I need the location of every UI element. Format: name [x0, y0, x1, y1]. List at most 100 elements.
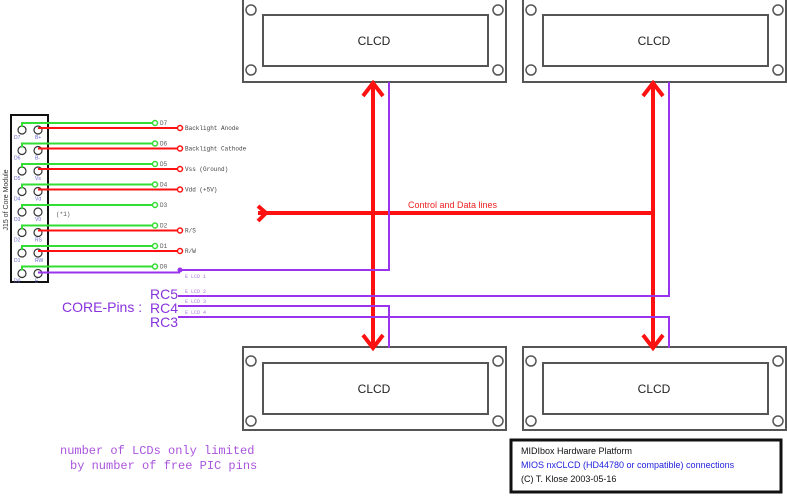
data-wire [21, 204, 152, 209]
mounting-hole-icon [245, 355, 257, 367]
pin-label: E [35, 279, 39, 285]
lcd-screen [542, 14, 769, 67]
note-line-2: by number of free PIC pins [70, 459, 257, 473]
pin-label: D3 [14, 217, 21, 223]
terminal-icon [151, 140, 159, 147]
terminal-icon [176, 124, 184, 132]
wire-label: D5 [160, 161, 168, 168]
pin-label: Vs [35, 176, 41, 182]
bus-label: Control and Data lines [408, 200, 498, 210]
mounting-hole-icon [525, 64, 537, 76]
mounting-hole-icon [525, 4, 537, 16]
mounting-hole-icon [245, 4, 257, 16]
wire-label: Vdd (+5V) [185, 187, 217, 194]
pin-icon [17, 248, 27, 258]
data-wire [21, 122, 152, 127]
info-subtitle: MIOS nxCLCD (HD44780 or compatible) conn… [521, 460, 735, 470]
pin-label: B+ [35, 135, 41, 141]
info-copyright: (C) T. Klose 2003-05-16 [521, 474, 616, 484]
pin-label: D0 [14, 279, 21, 285]
terminal-icon [151, 263, 159, 270]
pin-label: D6 [14, 156, 21, 162]
lcd-label: CLCD [358, 382, 391, 396]
wire-label: D7 [160, 120, 168, 127]
wire-label: D3 [160, 202, 168, 209]
mounting-hole-icon [772, 64, 784, 76]
lcd-module: CLCD [522, 346, 787, 431]
mounting-hole-icon [492, 355, 504, 367]
core-pin-rc3: RC3 [150, 314, 178, 330]
enable-label: E LCD 1 [185, 274, 206, 280]
data-wire [21, 224, 152, 230]
wire-label: Backlight Cathode [185, 146, 247, 153]
enable-junction [177, 267, 183, 273]
mounting-hole-icon [245, 64, 257, 76]
pin-icon [17, 268, 27, 279]
data-wire [21, 163, 152, 168]
info-box-frame [509, 438, 783, 494]
bus: Control and Data lines [256, 79, 665, 352]
pin-icon [17, 186, 27, 197]
terminal-icon [151, 222, 159, 229]
lcd-screen [542, 362, 769, 415]
wire-label: R/S [185, 228, 196, 235]
core-pin-rc4: RC4 [150, 300, 178, 316]
pin-label: D5 [14, 176, 21, 182]
mounting-hole-icon [525, 355, 537, 367]
arrow-down-left [361, 333, 385, 352]
mounting-hole-icon [492, 64, 504, 76]
pin-label: D4 [14, 197, 21, 203]
mounting-hole-icon [492, 415, 504, 427]
wire-label: D0 [160, 264, 168, 271]
mounting-hole-icon [772, 4, 784, 16]
wire-label: R/W [185, 248, 196, 255]
data-wire [21, 142, 152, 148]
lcd-label: CLCD [638, 382, 671, 396]
lcd-screen [262, 14, 489, 67]
terminal-icon [151, 181, 159, 188]
info-title: MIDIbox Hardware Platform [521, 446, 632, 456]
lcd-module: CLCD [242, 346, 507, 431]
mounting-hole-icon [245, 415, 257, 427]
wire-label: D6 [160, 141, 168, 148]
arrow-up-right [641, 79, 665, 98]
pin-icon [17, 207, 27, 217]
lcd-screen [262, 362, 489, 415]
enable-line-lcd4 [178, 316, 670, 348]
enable-lines: E LCD 1 E LCD 2 E LCD 3 E LCD 4 RC5 RC4 … [62, 82, 670, 348]
core-pin-rc5: RC5 [150, 286, 178, 302]
pin-icon [33, 207, 43, 217]
core-module-label: J15 of Core Module [3, 169, 10, 230]
bus-input-arrow [256, 204, 269, 223]
wire-label: D2 [160, 223, 168, 230]
data-wire [21, 265, 152, 271]
lcd-module: CLCD [522, 0, 787, 83]
enable-line-lcd2 [178, 82, 670, 297]
enable-label: E LCD 2 [185, 289, 206, 295]
mounting-hole-icon [772, 355, 784, 367]
wire-label: D1 [160, 243, 168, 250]
lcd-label: CLCD [358, 34, 391, 48]
pin-icon [17, 166, 27, 176]
pin-label: RW [35, 258, 44, 264]
wire-label: Vss (Ground) [185, 166, 228, 173]
pin-icon [17, 145, 27, 156]
arrow-down-right [641, 333, 665, 352]
enable-line-lcd3 [178, 305, 390, 348]
pin-label: RS [35, 238, 43, 244]
lcd-label: CLCD [638, 34, 671, 48]
wire-label: D4 [160, 182, 168, 189]
wire-label: Backlight Anode [185, 125, 239, 132]
v0-note: (*1) [56, 211, 70, 218]
data-wire [21, 183, 152, 189]
data-wire [21, 245, 152, 250]
pin-label: D1 [14, 258, 21, 264]
terminal-icon [151, 242, 159, 250]
pin-icon [17, 227, 27, 238]
pin-label: D7 [14, 135, 21, 141]
terminal-icon [176, 145, 184, 152]
enable-label: E LCD 4 [185, 310, 206, 316]
